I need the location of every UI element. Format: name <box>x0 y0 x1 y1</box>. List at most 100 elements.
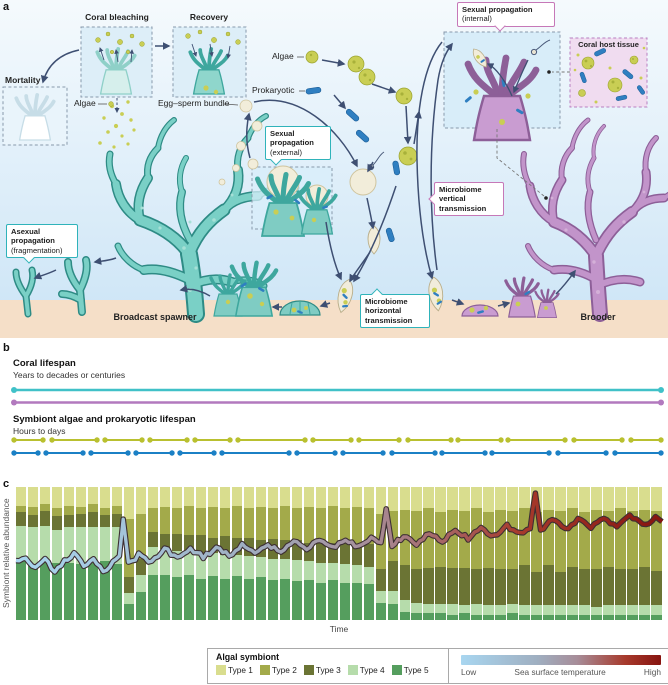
bar-segment-type-4 <box>27 526 39 565</box>
bar-segment-type-5 <box>231 576 243 620</box>
stacked-bar <box>16 487 27 620</box>
bar-segment-type-3 <box>639 566 650 606</box>
stacked-bar <box>303 487 315 620</box>
bar-segment-type-3 <box>495 569 506 606</box>
bar-segment-type-5 <box>483 614 494 620</box>
bar-segment-type-3 <box>543 565 554 606</box>
lifespan-endpoint <box>11 450 17 456</box>
bar-segment-type-3 <box>16 512 27 526</box>
bar-segment-type-4 <box>339 564 351 583</box>
bar-segment-type-4 <box>243 556 255 579</box>
bar-segment-type-4 <box>315 562 327 583</box>
bar-segment-type-3 <box>231 537 243 555</box>
bar-segment-type-5 <box>267 580 279 620</box>
bar-segment-type-1 <box>75 487 87 507</box>
bar-segment-type-1 <box>183 487 195 506</box>
bar-segment-type-3 <box>459 568 470 606</box>
bar-segment-type-5 <box>171 577 183 620</box>
panel-b: b Coral lifespan Years to decades or cen… <box>0 338 668 478</box>
lifespan-endpoint <box>628 437 634 443</box>
bar-segment-type-3 <box>87 512 99 527</box>
stacked-bar <box>603 487 614 620</box>
bar-segment-type-5 <box>579 614 590 620</box>
bar-segment-type-2 <box>63 505 75 515</box>
bar-segment-type-4 <box>183 550 195 575</box>
lifespan-endpoint <box>555 450 561 456</box>
stacked-bar <box>483 487 494 620</box>
lifespan-endpoint <box>482 450 488 456</box>
bar-segment-type-2 <box>555 510 566 573</box>
bar-segment-type-1 <box>39 487 51 505</box>
algae-water-label: Algae <box>74 98 96 108</box>
lifespan-endpoint <box>11 437 17 443</box>
panel-a-illustration <box>0 0 668 338</box>
bar-segment-type-4 <box>495 605 506 615</box>
bar-segment-type-3 <box>327 542 339 563</box>
bar-segment-type-2 <box>303 506 315 543</box>
bar-segment-type-4 <box>411 602 422 614</box>
coral-lifespan-title: Coral lifespan <box>13 358 76 369</box>
stacked-bar <box>51 487 63 620</box>
bar-segment-type-5 <box>495 614 506 620</box>
bar-segment-type-5 <box>375 602 387 620</box>
bar-segment-type-4 <box>531 605 542 615</box>
stacked-bar <box>543 487 554 620</box>
broadcast-spawner-coral <box>105 113 300 323</box>
bar-segment-type-2 <box>315 508 327 542</box>
stacked-bar <box>591 487 602 620</box>
stacked-bar <box>579 487 590 620</box>
bar-segment-type-1 <box>639 487 650 510</box>
bar-segment-type-5 <box>51 562 63 620</box>
bar-segment-type-3 <box>531 572 542 606</box>
bar-segment-type-3 <box>471 569 482 605</box>
stacked-bar <box>567 487 578 620</box>
sst-low-label: Low <box>461 667 477 677</box>
algae-top-label: Algae <box>272 51 294 61</box>
bar-segment-type-3 <box>591 569 602 607</box>
bar-segment-type-1 <box>603 487 614 511</box>
recovery-label: Recovery <box>189 12 229 22</box>
symbiont-lifespan-subtitle: Hours to days <box>13 426 66 436</box>
bar-segment-type-2 <box>135 513 147 559</box>
lifespan-endpoint <box>658 450 664 456</box>
bar-segment-type-4 <box>75 526 87 565</box>
stacked-bar <box>339 487 351 620</box>
bar-segment-type-1 <box>387 487 398 511</box>
lifespan-endpoint <box>489 450 495 456</box>
bar-segment-type-2 <box>567 508 578 567</box>
lifespan-endpoint <box>286 450 292 456</box>
connector-dot-1 <box>547 70 551 74</box>
stacked-bar <box>135 487 147 620</box>
lifespan-endpoint <box>562 437 568 443</box>
stacked-bar <box>207 487 219 620</box>
mortality-label: Mortality <box>5 75 41 85</box>
bar-segment-type-2 <box>16 505 27 513</box>
larva-with-symbionts-left <box>337 278 354 314</box>
bar-segment-type-4 <box>483 605 494 615</box>
legend-item-type-2: Type 2 <box>259 665 297 675</box>
bar-segment-type-5 <box>195 578 207 620</box>
stacked-bar <box>651 487 662 620</box>
bar-segment-type-4 <box>627 605 638 615</box>
bar-segment-type-3 <box>123 577 135 594</box>
bar-segment-type-5 <box>447 614 458 620</box>
stacked-bar <box>159 487 171 620</box>
lifespan-endpoint <box>612 450 618 456</box>
bar-segment-type-1 <box>111 487 123 506</box>
lifespan-endpoint <box>356 437 362 443</box>
lifespan-endpoint <box>169 450 175 456</box>
bar-segment-type-5 <box>399 612 410 620</box>
lifespan-endpoint <box>184 437 190 443</box>
bar-segment-type-1 <box>255 487 267 507</box>
stacked-bar <box>87 487 99 620</box>
bar-segment-type-3 <box>159 533 171 550</box>
bar-segment-type-3 <box>435 566 446 605</box>
sperm-icon <box>530 39 551 56</box>
stacked-bar <box>411 487 422 620</box>
bar-segment-type-4 <box>303 561 315 581</box>
bar-segment-type-4 <box>39 525 51 561</box>
bar-segment-type-2 <box>147 508 159 533</box>
lifespan-endpoint <box>432 450 438 456</box>
bar-segment-type-5 <box>315 582 327 620</box>
